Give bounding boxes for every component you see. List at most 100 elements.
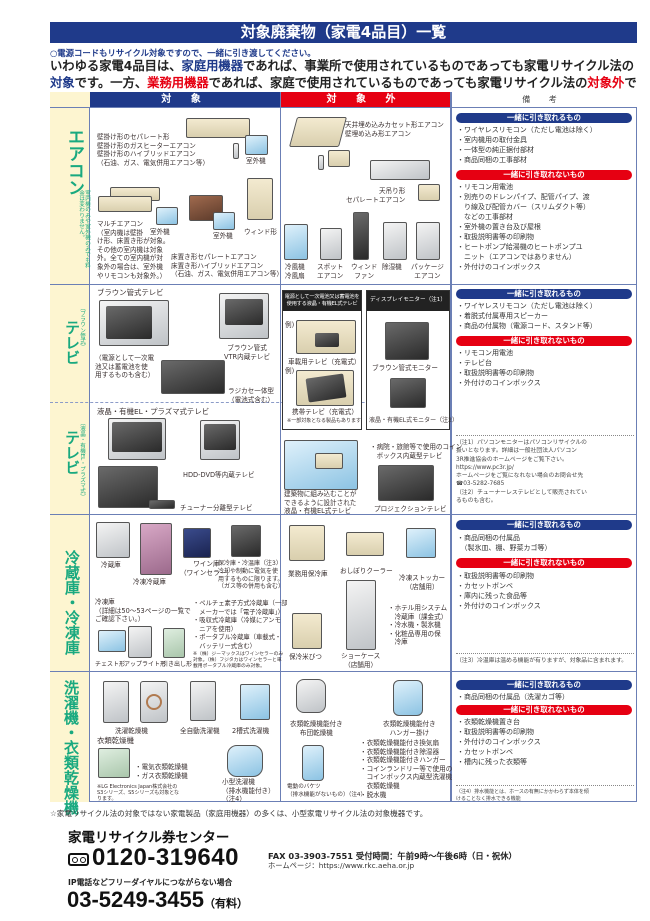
package-aircon-image <box>416 222 440 260</box>
power-cord-notice: ○電源コードもリサイクル対象ですので、一緒に引き渡してください。 <box>50 48 316 58</box>
wall-aircon-image <box>186 118 250 138</box>
label-washer: 洗濯機・衣類乾燥機 <box>62 680 80 815</box>
header-corner <box>50 92 90 108</box>
small-washer-label: 小型洗濯機 （排水機能付き） （注4） <box>222 778 275 804</box>
projection-tv-image <box>378 465 434 501</box>
ceiling-hung-aircon-image <box>370 160 430 180</box>
outdoor-unit-image <box>213 212 235 230</box>
excluded-item-label: パッケージ エアコン <box>411 263 444 280</box>
twin-tub-washer-image <box>240 684 270 720</box>
portable-tv-image <box>296 370 354 406</box>
paid-phone[interactable]: 03-5249-3455 <box>67 887 205 912</box>
intro-excluded: 対象外 <box>587 76 625 90</box>
upright-label: アップライト形 <box>124 661 167 668</box>
intro-home-use: 家庭用機器 <box>181 59 244 73</box>
paid-number: 03-5249-3455（有料） <box>67 887 248 913</box>
oshibori-label: おしぼりクーラー <box>340 567 393 575</box>
maker-note: ※（株）ジーマックスはワインセラーのみ 対象。（株）フジタカはワインセラーと車 … <box>193 652 284 669</box>
dryer-title: 衣類乾燥機 <box>97 736 134 745</box>
fridge-can-collect-list: ・商品同梱の付属品 （製氷皿、棚、野菜カゴ等） <box>457 534 552 552</box>
multi-aircon-text: マルチエアコン （室内機は壁掛 け形、床置き形が対象。 その他の室内機は対象 外… <box>97 220 170 280</box>
tv-lcd-sub: （液晶・有機EL・プラズマ式） <box>79 420 85 500</box>
washer-footnote: （注4）排水機能とは、ホースの有無にかかわらず本体を傾 けることなく排水できる機… <box>456 785 634 802</box>
pill-can-collect: 一緒に引き取れるもの <box>456 289 632 299</box>
drawer-freezer-image <box>163 628 185 658</box>
intro-part: であれば、事業所で使用されているものであっても家電リサイクル法の <box>243 59 635 73</box>
excluded-item-label: 除湿機 <box>382 263 402 271</box>
lcd-monitor-label: 液晶・有機EL式モニター（注2） <box>369 417 458 424</box>
homepage-link[interactable]: ホームページ：https://www.rkc.aeha.or.jp <box>268 861 415 870</box>
outdoor-unit-image <box>328 150 350 167</box>
tuner-separate-tv-image <box>98 466 158 508</box>
air-cooler-image <box>284 224 308 260</box>
aircon-cannot-collect-list: ・リモコン用電池 ・別売りのドレンパイプ、配管パイプ、渡 り線及び配管カバー（ス… <box>457 183 590 271</box>
example-label: 例) <box>285 321 295 329</box>
hanger-dryer-image <box>393 680 423 716</box>
aircon-note: 室内機のみや室外機のみでも料金は変わりません。 <box>78 190 90 269</box>
outdoor-label: 室外機 <box>213 232 233 240</box>
header-target: 対 象 <box>90 92 280 108</box>
lcd-tv-title: 液晶・有機EL・プラズマ式テレビ <box>97 407 210 416</box>
rice-cooler-image <box>292 613 322 649</box>
center-name: 家電リサイクル券センター <box>68 830 230 846</box>
outdoor-unit-image <box>245 135 268 155</box>
tv-crt-sub: （ブラウン管式） <box>79 305 85 350</box>
tv-can-collect-list: ・ワイヤレスリモコン（ただし電池は除く） ・着脱式付属専用スピーカー ・商品の付… <box>457 302 597 330</box>
business-cooler-image <box>289 525 325 561</box>
tv-cannot-collect-list: ・リモコン用電池 ・テレビ台 ・取扱説明書等の印刷物 ・外付けのコインボックス <box>457 349 541 387</box>
twin-washer-label: 2槽式洗濯機 <box>232 727 270 735</box>
washer-dryer-label: 洗濯乾燥機 <box>115 727 148 735</box>
aircon-can-collect-list: ・ワイヤレスリモコン（ただし電池は除く） ・室内機用の取付金具 ・一体型の純正据… <box>457 126 597 164</box>
outdoor-unit-image <box>156 207 178 225</box>
header-excluded: 対 象 外 <box>280 92 450 108</box>
outdoor-unit-image <box>418 184 440 201</box>
showcase-label: ショーケース （店舗用） <box>341 652 381 669</box>
display-monitor-box-header: ディスプレイモニター（注1） <box>367 291 449 311</box>
outdoor-label: 室外機 <box>246 157 266 165</box>
small-appliance-note: ☆家電リサイクル法の対象ではない家電製品（家庭用機器）の多くは、小型家電リサイク… <box>50 809 428 818</box>
multi-aircon-image <box>98 196 152 212</box>
column-divider <box>280 92 281 802</box>
intro-target: 対象 <box>50 76 75 90</box>
auto-washer-image <box>190 681 216 721</box>
row-tv <box>50 285 637 515</box>
remote-image <box>318 155 324 170</box>
fridge-image <box>96 522 130 558</box>
washer-excluded-list: ・衣類乾燥機能付き換気扇 ・衣類乾燥機能付き除湿器 ・衣類乾燥機能付きハンガー … <box>360 739 453 799</box>
freezer-label: 冷凍庫 （詳細は50～53ページの一覧で ご確認下さい。） <box>95 598 191 624</box>
pill-cannot-collect: 一緒に引き取れないもの <box>456 336 632 346</box>
battery-tv-box-header: 電源として一次電池又は蓄電池を 使用する液晶・有機EL式テレビ <box>283 291 361 311</box>
display-monitor-box: ディスプレイモニター（注1） <box>366 290 450 430</box>
oshibori-cooler-image <box>346 532 384 556</box>
portable-tv-note: ※一部対象となる製品もあります <box>287 418 362 424</box>
intro-text: いわゆる家電4品目は、家庭用機器であれば、事業所で使用されているものであっても家… <box>50 58 640 109</box>
intro-part: いわゆる家電4品目は、 <box>50 59 182 73</box>
excluded-item-label: 冷風機 冷風扇 <box>285 263 305 280</box>
page-title: 対象廃棄物（家電4品目）一覧 <box>50 22 637 43</box>
chest-label: チェスト形 <box>95 661 126 668</box>
pill-cannot-collect: 一緒に引き取れないもの <box>456 558 632 568</box>
wine-cellar-image <box>183 528 211 558</box>
lg-note: ※LG Electronics Japan株式会社の S3シリーズ、S5シリーズ… <box>97 784 180 803</box>
rice-cooler-label: 保冷米びつ <box>289 653 322 661</box>
tv-footnote: （注1）パソコンモニターはパソコンリサイクルの 扱いとなります。詳細は一般社団法… <box>456 435 634 505</box>
business-cooler-label: 業務用保冷庫 <box>288 570 328 578</box>
pill-can-collect: 一緒に引き取れるもの <box>456 520 632 530</box>
auto-washer-label: 全自動洗濯機 <box>180 727 220 735</box>
remote-image <box>233 143 239 159</box>
example-label: 例) <box>285 367 295 375</box>
chest-freezer-image <box>98 630 126 652</box>
crt-monitor-image <box>385 322 429 360</box>
header-row <box>50 92 637 108</box>
built-in-tv-image <box>284 440 358 490</box>
crt-tv-image <box>99 300 169 346</box>
cassette-aircon-image <box>288 117 348 147</box>
free-dial-number[interactable]: 0120-319640 <box>92 844 239 871</box>
lcd-monitor-image <box>390 378 426 408</box>
crt-vtr-tv-label: ブラウン管式 VTR内蔵テレビ <box>224 344 271 361</box>
crt-monitor-label: ブラウン管式モニター <box>372 364 438 372</box>
fridge-type-list: ・ペルチェ素子方式冷蔵庫（一部 メーカーでは「電子冷蔵庫」） ・吸収式冷蔵庫（冷… <box>193 600 288 650</box>
dryer-type-list: ・電気衣類乾燥機 ・ガス衣類乾燥機 <box>135 763 188 780</box>
electric-bucket-image <box>302 745 324 781</box>
freezer-fridge-label: 冷凍冷蔵庫 <box>133 578 166 586</box>
